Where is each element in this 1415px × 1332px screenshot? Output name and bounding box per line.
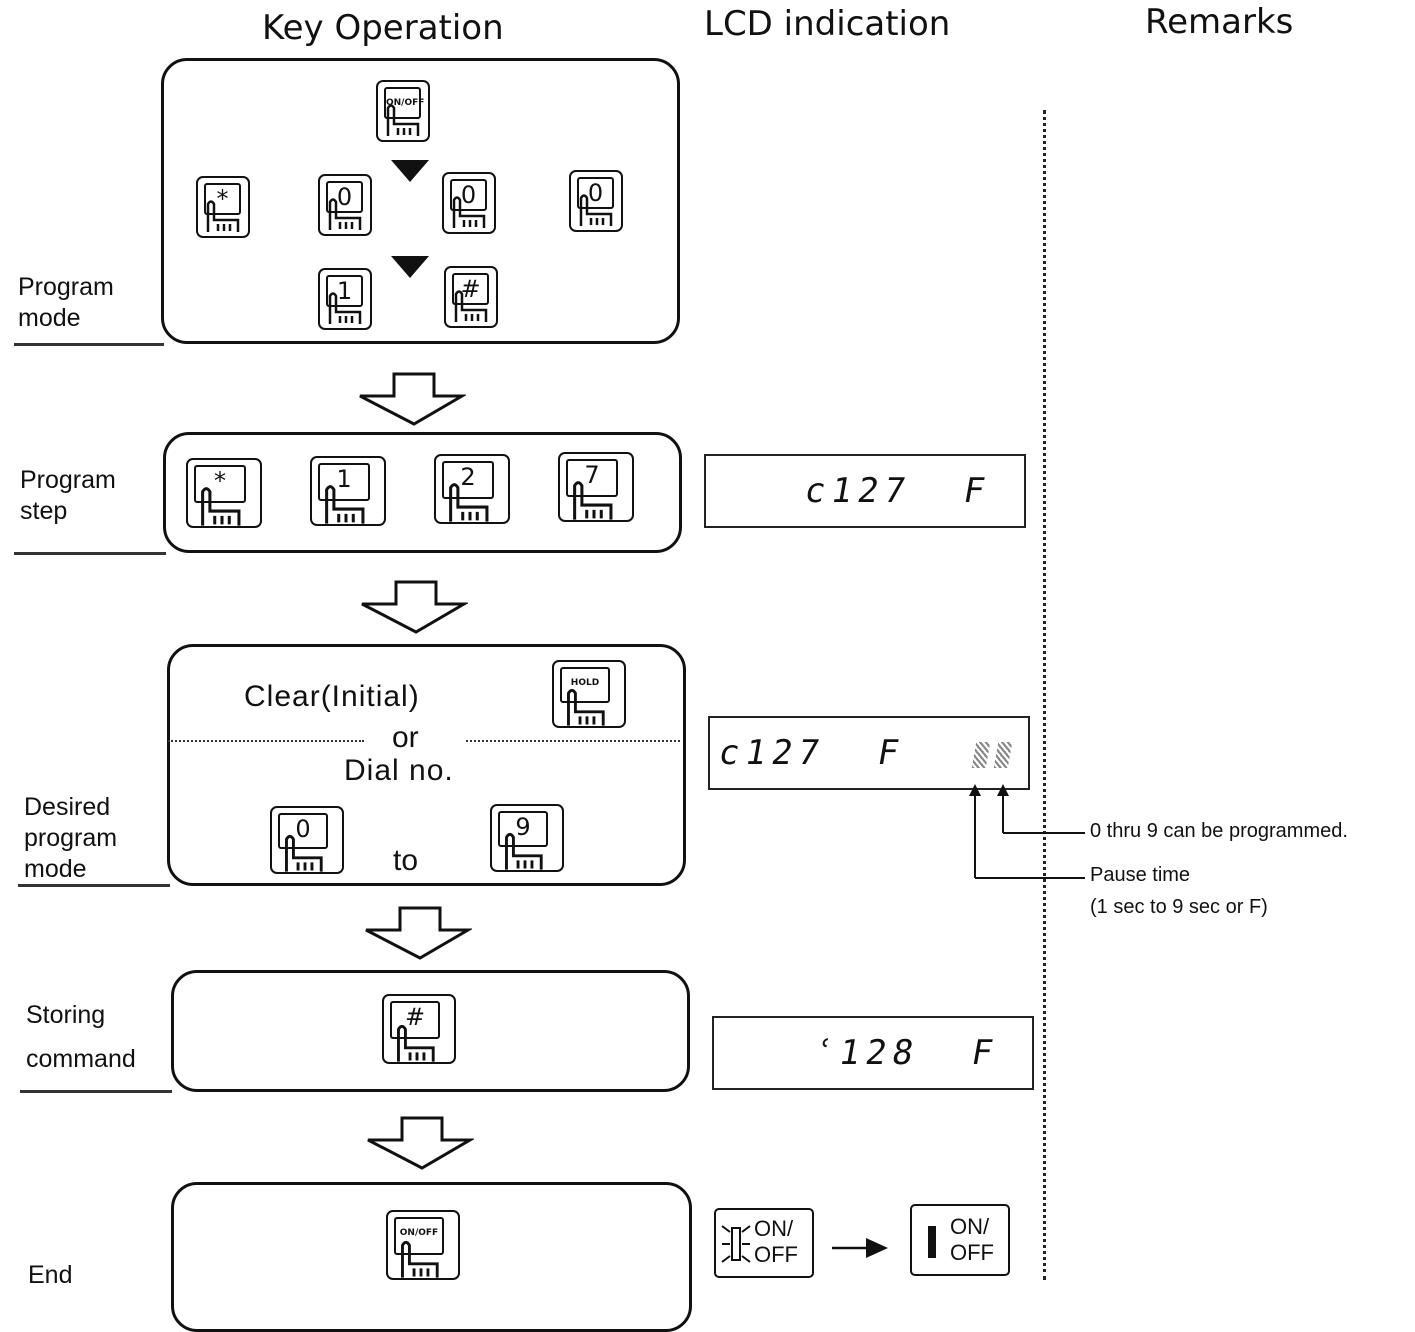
lcd-display-storing: ʿ128 F (712, 1016, 1034, 1090)
remark-pause: Pause time (1090, 864, 1191, 886)
finger-icon (397, 1024, 435, 1062)
key-zero-label: 0 (450, 179, 487, 211)
key-one-label: 1 (326, 275, 363, 307)
dial-no-text: Dial no. (344, 754, 454, 787)
key-star[interactable]: * (186, 458, 262, 528)
key-zero-label: 0 (577, 177, 614, 209)
key-two[interactable]: 2 (434, 454, 510, 524)
rule-program-step (14, 552, 166, 555)
finger-icon (206, 200, 240, 232)
finger-icon (452, 196, 486, 228)
finger-icon (449, 483, 489, 522)
indicator-steady: ON/ OFF (910, 1204, 1010, 1276)
flow-arrow-icon (359, 372, 466, 426)
header-lcd-indication: LCD indication (704, 4, 951, 44)
key-on-off-label: ON/OFF (384, 87, 424, 119)
finger-icon (325, 485, 365, 524)
lcd-display-step: c127 F (704, 454, 1026, 528)
flow-arrow-icon (361, 580, 468, 634)
key-one-label: 1 (318, 463, 370, 501)
remark-pause-range: (1 sec to 9 sec or F) (1090, 896, 1268, 918)
key-two-label: 2 (442, 461, 494, 499)
finger-icon (573, 481, 613, 520)
flow-arrow-icon (367, 1116, 474, 1170)
or-text: or (392, 721, 419, 754)
key-on-off[interactable]: ON/OFF (376, 80, 430, 142)
lcd-display-desired: c127 F (708, 716, 1030, 790)
panel-desired-program-mode (167, 644, 686, 886)
key-hash[interactable]: # (382, 994, 456, 1064)
key-hash-label: # (452, 273, 489, 305)
finger-icon (567, 688, 605, 726)
remark-digits: 0 thru 9 can be programmed. (1090, 820, 1348, 842)
panel-program-mode (161, 58, 680, 344)
key-hash[interactable]: # (444, 266, 498, 328)
rule-program-mode (14, 343, 164, 346)
rule-desired-program-mode (18, 884, 170, 887)
indicator-blinking: ON/ OFF (714, 1208, 814, 1278)
finger-icon (505, 832, 543, 870)
key-on-off[interactable]: ON/OFF (386, 1210, 460, 1280)
arrow-down-icon (391, 160, 429, 182)
remark-leaders (969, 784, 1085, 879)
finger-icon (579, 194, 613, 226)
key-hold-label: HOLD (560, 667, 610, 703)
blinking-digit (993, 742, 1013, 768)
arrow-down-icon (391, 256, 429, 278)
step-label-desired-program-mode: Desired program mode (24, 793, 118, 883)
step-label-end: End (28, 1261, 73, 1289)
finger-icon (328, 292, 362, 324)
arrow-right-icon (832, 1238, 888, 1258)
key-hash-label: # (390, 1001, 440, 1039)
panel-program-step (163, 432, 682, 553)
key-on-off-label: ON/OFF (394, 1217, 444, 1255)
finger-icon (401, 1240, 439, 1278)
key-star[interactable]: * (196, 176, 250, 238)
lcd-readout: c127 F (715, 733, 908, 773)
steady-lamp-icon (928, 1226, 936, 1258)
divider-right (466, 740, 680, 742)
key-star-label: * (204, 183, 241, 215)
key-zero-label: 0 (326, 181, 363, 213)
indicator-steady-label: ON/ OFF (950, 1214, 994, 1265)
key-seven[interactable]: 7 (558, 452, 634, 522)
finger-icon (386, 104, 420, 136)
step-label-command: command (26, 1045, 136, 1073)
panel-storing-command (171, 970, 690, 1092)
step-label-program-step: Program step (20, 466, 116, 525)
blinking-lamp-icon (721, 1225, 751, 1263)
finger-icon (328, 198, 362, 230)
header-remarks: Remarks (1145, 2, 1294, 42)
step-label-program-mode: Program mode (18, 273, 114, 332)
lcd-readout: c127 F (801, 471, 994, 511)
finger-icon (201, 487, 241, 526)
key-hold[interactable]: HOLD (552, 660, 626, 728)
rule-storing-command (20, 1090, 172, 1093)
to-text: to (393, 844, 419, 877)
header-key-operation: Key Operation (262, 8, 504, 48)
step-label-storing: Storing (26, 1001, 106, 1029)
indicator-blinking-label: ON/ OFF (754, 1216, 798, 1267)
key-zero[interactable]: 0 (442, 172, 496, 234)
key-seven-label: 7 (566, 459, 618, 497)
key-zero[interactable]: 0 (270, 806, 344, 874)
blinking-digit (971, 742, 991, 768)
key-one[interactable]: 1 (318, 268, 372, 330)
clear-initial-text: Clear(Initial) (244, 680, 420, 713)
lcd-readout: ʿ128 F (809, 1033, 1002, 1073)
key-star-label: * (194, 465, 246, 503)
key-zero[interactable]: 0 (569, 170, 623, 232)
key-one[interactable]: 1 (310, 456, 386, 526)
flow-arrow-icon (365, 906, 472, 960)
remarks-separator (1043, 110, 1046, 1280)
key-zero[interactable]: 0 (318, 174, 372, 236)
key-nine[interactable]: 9 (490, 804, 564, 872)
divider-left (168, 740, 364, 742)
finger-icon (285, 834, 323, 872)
key-zero-label: 0 (278, 813, 328, 849)
key-nine-label: 9 (498, 811, 548, 847)
finger-icon (454, 290, 488, 322)
